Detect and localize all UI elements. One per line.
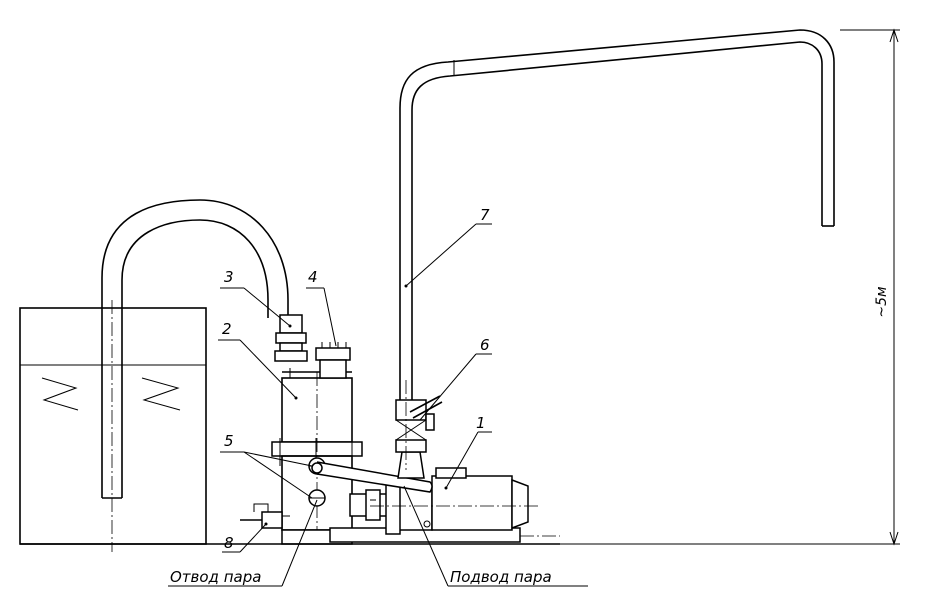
suction-hose — [101, 199, 289, 499]
water-wave-left — [41, 377, 79, 411]
callout-5: 5 — [224, 432, 234, 450]
water-wave-right — [141, 377, 181, 411]
callout-2: 2 — [222, 320, 232, 338]
callout-3: 3 — [224, 268, 234, 286]
steam-line — [311, 461, 433, 493]
steam-out-label: Отвод пара — [170, 568, 261, 586]
base-frame — [281, 527, 560, 545]
valve-handle — [409, 395, 441, 413]
callout-1: 1 — [476, 414, 486, 432]
height-label: ~5м — [874, 286, 890, 318]
callout-4: 4 — [308, 268, 318, 286]
callout-6: 6 — [480, 336, 490, 354]
steam-in-label: Подвод пара — [450, 568, 552, 586]
water-tank — [19, 300, 207, 552]
pump-motor — [370, 467, 540, 535]
height-dimension: ~5м — [20, 28, 900, 546]
valve-body — [395, 399, 427, 421]
hose-coupling — [274, 314, 308, 362]
filter-vessel — [271, 342, 363, 535]
callout-8: 8 — [224, 534, 234, 552]
discharge-line — [395, 29, 835, 479]
callout-7: 7 — [480, 206, 490, 224]
filler-cap — [315, 347, 351, 361]
